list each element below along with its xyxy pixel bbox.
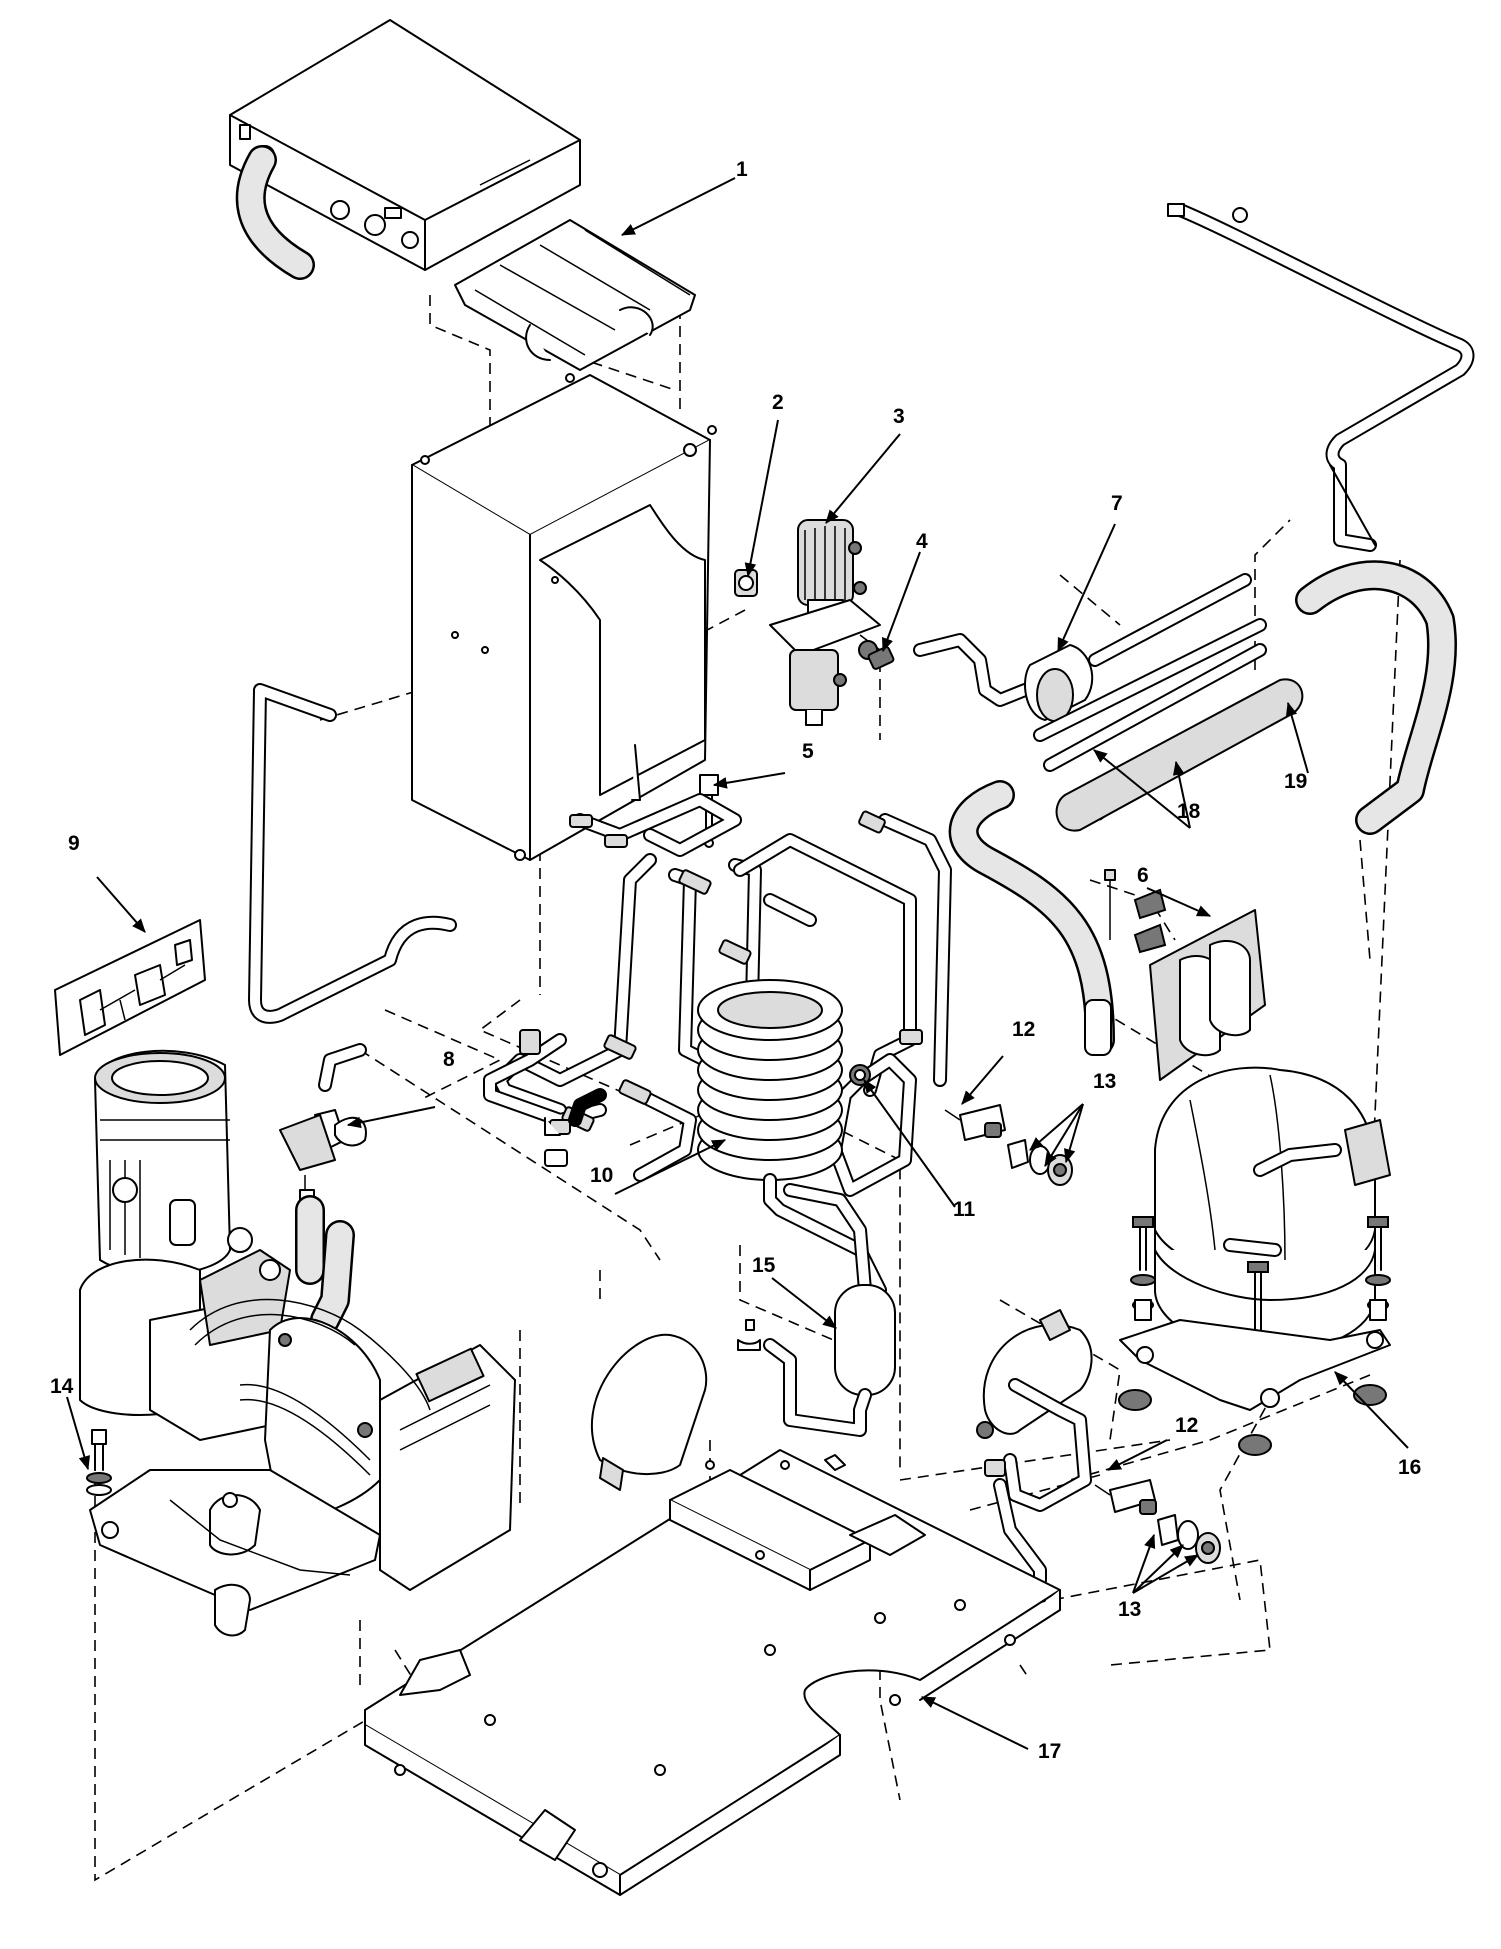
callout-15: 15 (752, 1254, 776, 1277)
insulation-clamp-6 (1104, 869, 1266, 1081)
insulated-hose-mid (948, 780, 1115, 1056)
bracket-9 (54, 919, 206, 1056)
small-screw-15 (737, 1319, 761, 1351)
pump-motor-assembly (79, 1049, 516, 1637)
filter-drier (913, 573, 1252, 722)
refrigerant-tube-top-right (1167, 203, 1475, 552)
callout-leaders (66, 177, 1409, 1750)
valve-core-11 (849, 1064, 871, 1086)
valve-fitting-2 (734, 569, 758, 597)
base-plate-17 (364, 1449, 1061, 1896)
callout-19: 19 (1284, 770, 1307, 793)
callout-1: 1 (736, 158, 748, 181)
control-box (229, 19, 581, 280)
insulation-tube-18 (1033, 618, 1267, 772)
callout-13-upper: 13 (1093, 1070, 1116, 1093)
insulated-hose-right (1295, 560, 1458, 835)
mounting-frame (411, 373, 717, 861)
fitting-4 (867, 646, 895, 670)
callout-13-lower: 13 (1118, 1598, 1141, 1621)
callout-labels: 1 2 3 4 5 6 7 8 9 10 11 12 12 13 13 14 1… (50, 158, 1421, 1763)
service-valve-12-lower (1094, 1479, 1157, 1515)
callout-7: 7 (1111, 492, 1123, 515)
callout-11: 11 (953, 1198, 976, 1221)
condenser-coil-10 (697, 979, 887, 1297)
callout-12-upper: 12 (1012, 1018, 1035, 1041)
control-box-bracket (454, 219, 696, 371)
compressor-16 (1119, 1066, 1391, 1411)
callout-17: 17 (1038, 1740, 1061, 1763)
regulator-valve (769, 519, 881, 726)
callout-3: 3 (893, 405, 905, 428)
callout-10: 10 (590, 1164, 613, 1187)
callout-6: 6 (1137, 864, 1149, 887)
drain-hoses (295, 1195, 355, 1335)
callout-14: 14 (50, 1375, 74, 1398)
callout-4: 4 (916, 530, 928, 553)
service-valve-12-upper (944, 1104, 1006, 1141)
compressor-mount-hardware (1118, 1216, 1391, 1456)
bolt-14 (86, 1429, 112, 1496)
expansion-valve-8 (279, 1043, 367, 1203)
callout-9: 9 (68, 832, 80, 855)
hose-clamp-right (982, 1309, 1093, 1435)
nut-washer-13-lower (1157, 1514, 1221, 1564)
callout-18: 18 (1177, 800, 1201, 823)
refrigerant-tube-left (248, 683, 457, 1024)
nut-washer-13-upper (1007, 1139, 1073, 1186)
callout-16: 16 (1398, 1456, 1421, 1479)
callout-5: 5 (802, 740, 814, 763)
hose-clamp-left (590, 1333, 708, 1491)
receiver-tank-15 (763, 1183, 896, 1437)
service-tube-lower (976, 1378, 1092, 1587)
callout-2: 2 (772, 391, 784, 414)
callout-8: 8 (443, 1048, 455, 1071)
tubing-assembly (483, 793, 952, 1197)
callout-12-lower: 12 (1175, 1414, 1198, 1437)
